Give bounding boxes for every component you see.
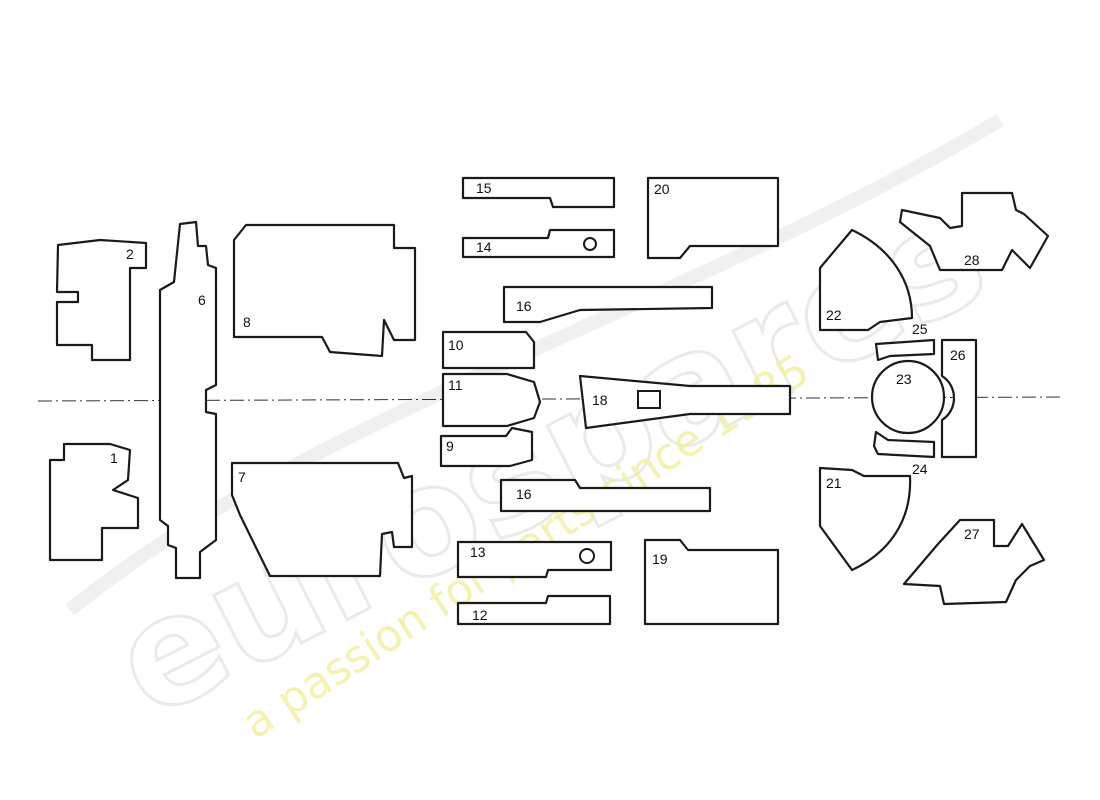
part-18[interactable] [578, 374, 792, 430]
part-12[interactable] [456, 594, 612, 626]
part-9[interactable] [439, 426, 534, 468]
callout-16-upper: 16 [516, 298, 532, 314]
callout-21: 21 [826, 475, 842, 491]
part-1[interactable] [48, 442, 140, 562]
callout-2: 2 [126, 246, 134, 262]
part-23[interactable] [870, 359, 946, 435]
part-27[interactable] [902, 518, 1046, 606]
callout-23: 23 [896, 371, 912, 387]
callout-9: 9 [446, 438, 454, 454]
part-28[interactable] [898, 191, 1050, 272]
part-15[interactable] [461, 176, 616, 209]
part-24[interactable] [872, 430, 936, 459]
callout-28: 28 [964, 252, 980, 268]
part-21[interactable] [818, 466, 912, 572]
callout-15: 15 [476, 180, 492, 196]
part-26[interactable] [940, 338, 978, 459]
callout-26: 26 [950, 347, 966, 363]
callout-19: 19 [652, 551, 668, 567]
callout-25: 25 [912, 321, 928, 337]
callout-24: 24 [912, 461, 928, 477]
part-14[interactable] [461, 228, 616, 259]
callout-16-lower: 16 [516, 486, 532, 502]
callout-18: 18 [592, 392, 608, 408]
callout-22: 22 [826, 307, 842, 323]
part-19[interactable] [643, 538, 780, 626]
callout-7: 7 [238, 469, 246, 485]
callout-11: 11 [448, 377, 463, 393]
part-8[interactable] [232, 223, 417, 358]
part-2[interactable] [55, 238, 148, 362]
part-20[interactable] [646, 176, 780, 260]
part-7[interactable] [230, 461, 414, 578]
part-11[interactable] [441, 372, 542, 428]
part-13-hole [579, 548, 595, 564]
part-16-lower[interactable] [499, 478, 712, 513]
callout-6: 6 [198, 292, 206, 308]
part-10[interactable] [441, 330, 536, 370]
callout-1: 1 [110, 450, 118, 466]
part-22[interactable] [818, 228, 914, 332]
callout-14: 14 [476, 239, 492, 255]
part-14-hole [583, 237, 597, 251]
callout-8: 8 [243, 314, 251, 330]
callout-27: 27 [964, 526, 980, 542]
part-18-cutout [637, 390, 661, 409]
callout-10: 10 [448, 337, 464, 353]
callout-20: 20 [654, 181, 670, 197]
part-16-upper[interactable] [502, 285, 714, 324]
callout-13: 13 [470, 544, 486, 560]
callout-12: 12 [472, 607, 488, 623]
callout-labels: 1 2 6 8 7 15 14 16 10 11 9 16 13 12 20 1… [110, 180, 980, 623]
part-6[interactable] [158, 220, 218, 580]
part-13[interactable] [456, 540, 613, 579]
part-25[interactable] [874, 338, 936, 362]
